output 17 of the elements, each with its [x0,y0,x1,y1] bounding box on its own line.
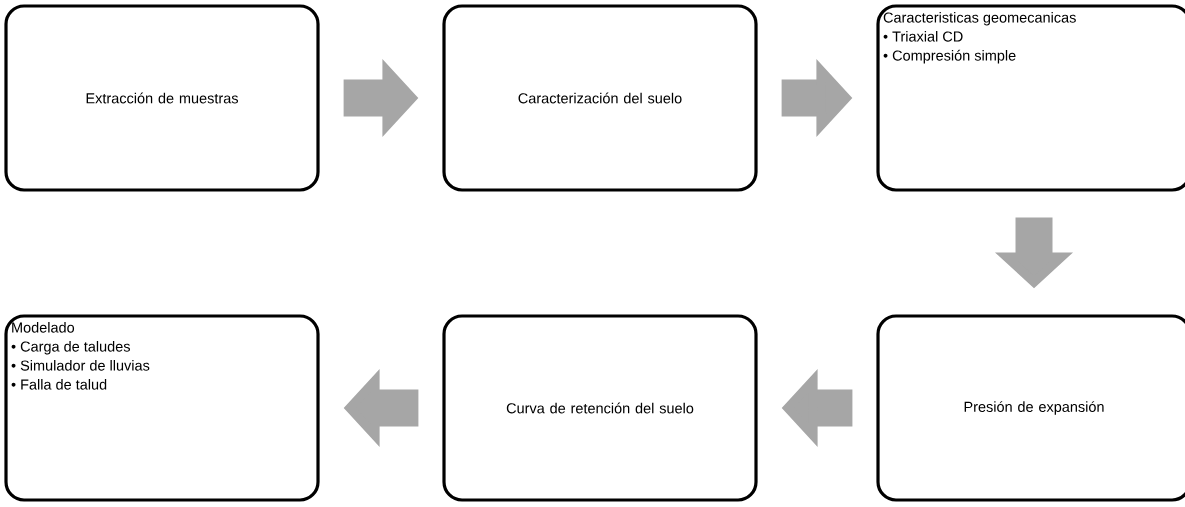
process-box [442,4,758,192]
bullet-item: • Compresión simple [883,49,1016,64]
box-label: Curva de retención del suelo [506,402,694,414]
box-heading: Caracteristicas geomecanicas [883,12,1076,26]
bullet-item: • Simulador de lluvias [11,360,150,371]
bullet-item: • Triaxial CD [883,31,963,42]
process-box [4,314,320,502]
box-label: Extracción de muestras [86,92,238,104]
box-label: Presión de expansión [964,401,1104,415]
process-box [442,314,758,502]
process-box [4,4,320,192]
box-label: Caracterización del suelo [518,92,682,104]
bullet-item: • Carga de taludes [11,341,130,355]
box-heading: Modelado [12,322,75,333]
process-box [876,314,1185,502]
process-box [876,4,1185,192]
bullet-item: • Falla de talud [11,379,107,390]
